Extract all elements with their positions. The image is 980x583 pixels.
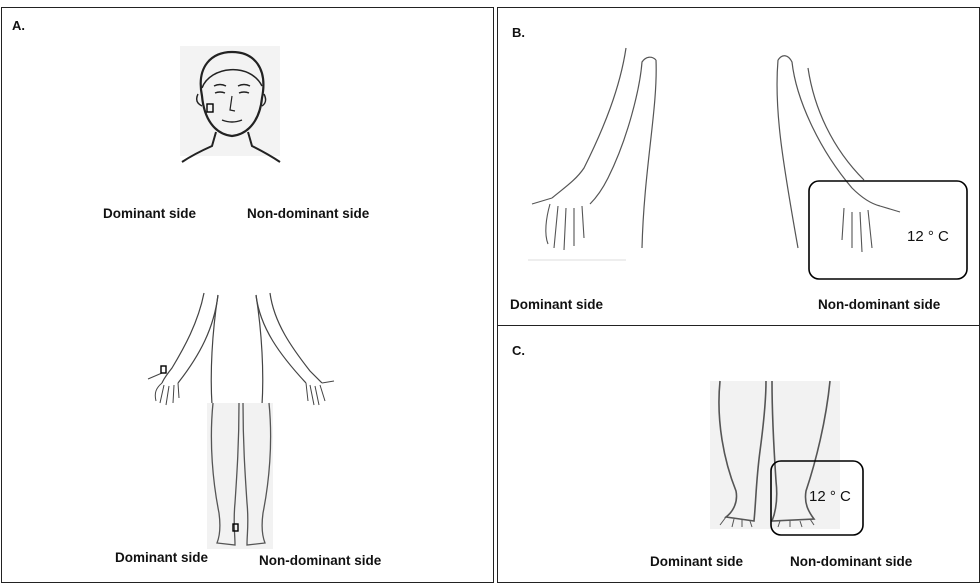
panel-c: C. 12 ° C Dominant side Non-dominant sid… <box>497 325 980 583</box>
face-dominant-label: Dominant side <box>103 206 196 221</box>
face-non-dominant-label: Non-dominant side <box>247 206 369 221</box>
panel-b-label: B. <box>512 25 525 40</box>
panel-a-label: A. <box>12 18 25 33</box>
panel-c-non-dominant-label: Non-dominant side <box>790 554 912 569</box>
body-non-dominant-label: Non-dominant side <box>259 553 381 568</box>
panel-b-non-dominant-label: Non-dominant side <box>818 297 940 312</box>
panel-b: B. 12 ° C Dominant side Non-dominant sid… <box>497 7 980 327</box>
panel-b-dominant-label: Dominant side <box>510 297 603 312</box>
panel-a: A. Dominant side Non-dominant side <box>1 7 494 583</box>
dominant-arm-illustration <box>528 48 678 258</box>
arms-illustration <box>142 293 342 413</box>
face-illustration <box>180 46 282 162</box>
panel-c-dominant-label: Dominant side <box>650 554 743 569</box>
temperature-label-b: 12 ° C <box>907 228 949 245</box>
legs-illustration <box>207 403 275 553</box>
temperature-label-c: 12 ° C <box>809 488 851 505</box>
panel-c-label: C. <box>512 343 525 358</box>
body-dominant-label: Dominant side <box>115 550 208 565</box>
wrist-stimulus-marker <box>161 366 166 373</box>
